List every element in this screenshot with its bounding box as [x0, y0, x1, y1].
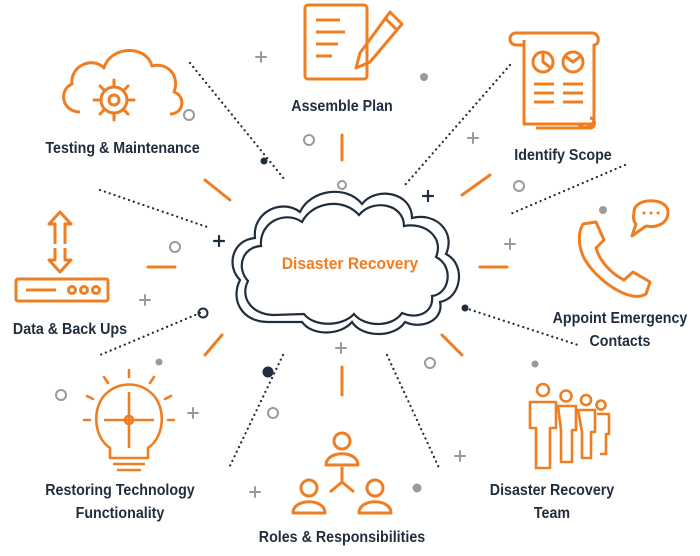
decorations	[55, 51, 607, 498]
center-cloud-icon	[231, 190, 461, 335]
label-functionality: Functionality	[75, 505, 165, 522]
label-restoring-technology: Restoring Technology	[45, 482, 195, 499]
label-appoint-emergency: Appoint Emergency	[552, 310, 688, 327]
org-people-icon	[291, 431, 393, 515]
connector-lines	[98, 61, 627, 472]
label-contacts: Contacts	[589, 333, 651, 350]
report-scroll-icon	[508, 31, 600, 130]
label-data-backups: Data & Back Ups	[12, 321, 128, 338]
server-transfer-icon	[14, 210, 110, 303]
document-pen-icon	[303, 3, 404, 81]
label-disaster-recovery-team: Disaster Recovery	[489, 482, 615, 499]
team-people-icon	[528, 382, 611, 470]
label-team: Team	[533, 505, 571, 522]
cloud-gear-icon	[62, 49, 184, 122]
label-assemble-plan: Assemble Plan	[291, 98, 393, 115]
label-roles-responsibilities: Roles & Responsibilities	[258, 529, 426, 546]
phone-chat-icon	[577, 199, 670, 298]
label-testing-maintenance: Testing & Maintenance	[45, 140, 200, 157]
center-label: Disaster Recovery	[281, 254, 419, 273]
label-identify-scope: Identify Scope	[514, 147, 612, 164]
lightbulb-puzzle-icon	[82, 368, 176, 472]
